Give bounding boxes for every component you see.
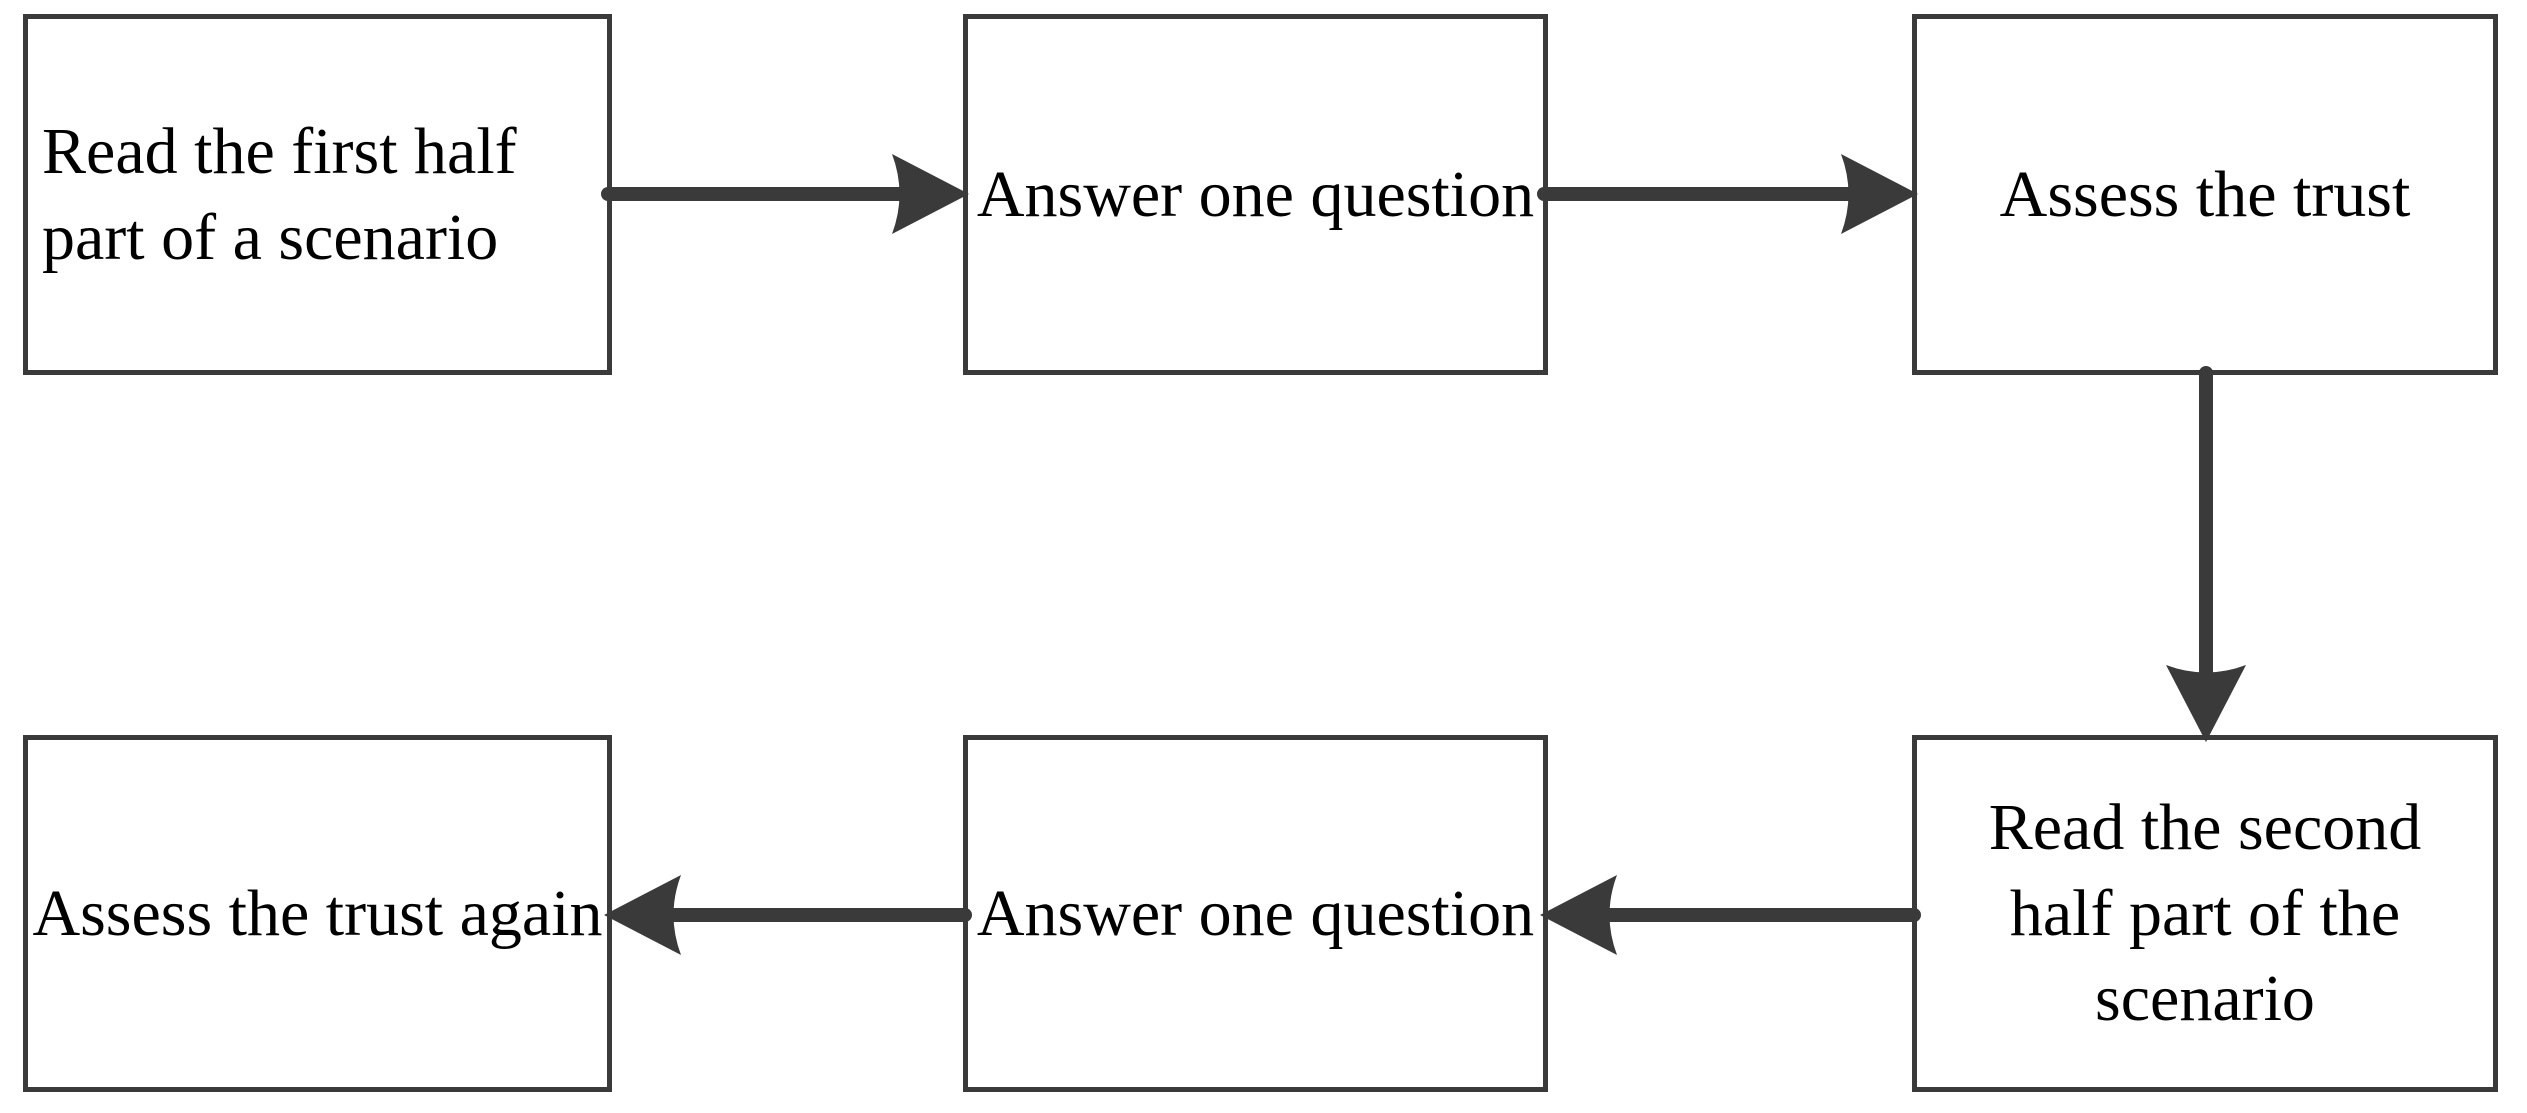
node-read-first-half-label: Read the first half part of a scenario xyxy=(42,114,517,274)
node-answer-one-question-1: Answer one question xyxy=(963,14,1548,375)
arrow-assess-1-to-read-second xyxy=(2166,366,2246,742)
node-assess-the-trust: Assess the trust xyxy=(1912,14,2498,375)
node-answer-one-question-2: Answer one question xyxy=(963,735,1548,1092)
node-assess-the-trust-label: Assess the trust xyxy=(1999,157,2411,231)
node-assess-the-trust-again: Assess the trust again xyxy=(23,735,612,1092)
arrow-read-second-to-answer-2 xyxy=(1540,875,1921,955)
node-answer-one-question-2-label: Answer one question xyxy=(976,876,1535,950)
node-read-second-half-label: Read the second half part of the scenari… xyxy=(1988,790,2422,1036)
node-read-second-half: Read the second half part of the scenari… xyxy=(1912,735,2498,1092)
arrow-read-first-to-answer-1 xyxy=(601,154,969,234)
node-assess-the-trust-again-label: Assess the trust again xyxy=(32,876,603,950)
node-answer-one-question-1-label: Answer one question xyxy=(976,157,1535,231)
arrow-answer-1-to-assess-1 xyxy=(1537,154,1918,234)
node-read-first-half: Read the first half part of a scenario xyxy=(23,14,612,375)
arrow-answer-2-to-assess-2 xyxy=(604,875,972,955)
